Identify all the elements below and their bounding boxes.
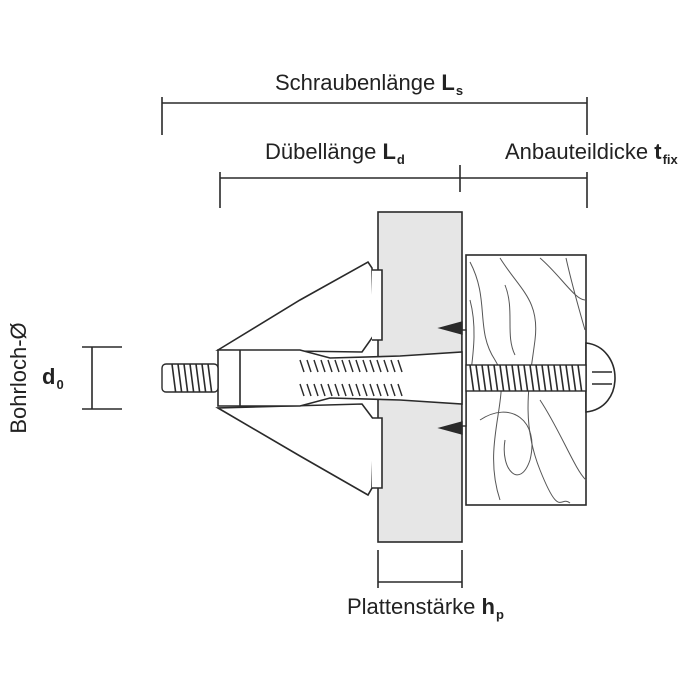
- plate-thickness-label: Plattenstärke hp: [347, 594, 504, 622]
- drill-diameter-label: d0: [42, 364, 64, 392]
- thread-line: [383, 383, 389, 397]
- thread-line: [565, 364, 571, 392]
- thread-line: [306, 359, 312, 373]
- thread-line: [571, 364, 577, 392]
- fixture-thickness-label: Anbauteildicke tfix: [505, 139, 678, 167]
- thread-line: [376, 359, 382, 373]
- thread-line: [541, 364, 547, 392]
- plate-thickness-dimension: [377, 550, 463, 588]
- thread-line: [535, 364, 541, 392]
- thread-line: [362, 383, 368, 397]
- thread-line: [299, 359, 305, 373]
- thread-line: [362, 359, 368, 373]
- thread-line: [348, 383, 354, 397]
- thread-line: [201, 363, 207, 393]
- thread-line: [320, 359, 326, 373]
- fixture-thickness-dimension: [460, 172, 588, 208]
- screw-length-dimension: [161, 97, 588, 135]
- dowel-body: [217, 349, 463, 407]
- thread-line: [177, 363, 183, 393]
- screw-length-label: Schraubenlänge Ls: [275, 70, 464, 98]
- thread-line: [559, 364, 565, 392]
- thread-line: [493, 364, 499, 392]
- thread-line: [195, 363, 201, 393]
- thread-line: [299, 383, 305, 397]
- drill-diameter-dimension: [82, 346, 122, 410]
- thread-line: [547, 364, 553, 392]
- thread-line: [505, 364, 511, 392]
- thread-line: [341, 359, 347, 373]
- thread-line: [327, 359, 333, 373]
- dowel-toggle-wings: [215, 260, 383, 497]
- thread-line: [376, 383, 382, 397]
- thread-line: [523, 364, 529, 392]
- thread-line: [397, 359, 403, 373]
- thread-line: [577, 364, 583, 392]
- thread-line: [529, 364, 535, 392]
- screw-head: [585, 342, 616, 413]
- thread-line: [481, 364, 487, 392]
- thread-line: [369, 383, 375, 397]
- thread-line: [313, 359, 319, 373]
- thread-line: [189, 363, 195, 393]
- thread-line: [183, 363, 189, 393]
- thread-line: [475, 364, 481, 392]
- thread-line: [327, 383, 333, 397]
- thread-line: [334, 359, 340, 373]
- thread-line: [334, 383, 340, 397]
- thread-line: [499, 364, 505, 392]
- thread-line: [383, 359, 389, 373]
- thread-line: [320, 383, 326, 397]
- thread-line: [348, 359, 354, 373]
- thread-line: [517, 364, 523, 392]
- dowel-spikes: [437, 321, 463, 435]
- thread-line: [171, 363, 177, 393]
- thread-line: [306, 383, 312, 397]
- thread-line: [511, 364, 517, 392]
- thread-line: [355, 359, 361, 373]
- thread-line: [553, 364, 559, 392]
- dowel-length-dimension: [219, 165, 461, 208]
- drill-hole-label: Bohrloch-Ø: [6, 322, 31, 434]
- thread-line: [469, 364, 475, 392]
- thread-line: [397, 383, 403, 397]
- thread-line: [487, 364, 493, 392]
- screw-shaft: [161, 359, 587, 397]
- thread-line: [207, 363, 213, 393]
- thread-line: [355, 383, 361, 397]
- thread-line: [390, 383, 396, 397]
- thread-line: [390, 359, 396, 373]
- dowel-length-label: Dübellänge Ld: [265, 139, 405, 167]
- thread-line: [313, 383, 319, 397]
- thread-line: [341, 383, 347, 397]
- thread-line: [369, 359, 375, 373]
